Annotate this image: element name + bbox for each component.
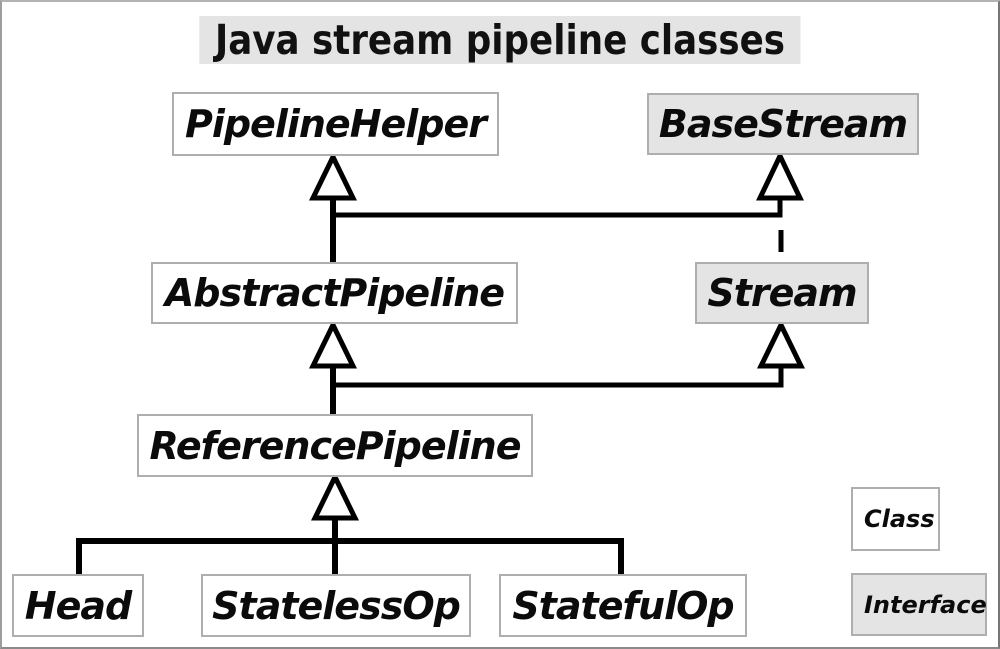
node-label: AbstractPipeline (164, 271, 505, 315)
node-referencepipeline: ReferencePipeline (137, 414, 533, 477)
node-label: StatelessOp (212, 583, 461, 628)
node-label: Head (24, 583, 132, 628)
edge-head-statefulop-bracket (76, 538, 624, 575)
node-pipelinehelper: PipelineHelper (172, 92, 499, 156)
edge-referencepipeline-stream (333, 366, 784, 388)
node-basestream: BaseStream (647, 93, 919, 155)
node-label: PipelineHelper (184, 102, 487, 146)
node-abstractpipeline: AbstractPipeline (151, 262, 518, 324)
legend-interface-swatch: Interface (851, 573, 987, 636)
legend-interface-label: Interface (864, 590, 987, 619)
node-stream: Stream (695, 262, 869, 324)
generalization-arrowhead-stream (756, 319, 806, 369)
node-label: Stream (707, 271, 857, 315)
generalization-arrowhead-pipelinehelper (308, 151, 358, 201)
node-statelessop: StatelessOp (201, 574, 471, 637)
node-label: BaseStream (658, 102, 908, 146)
legend-class-label: Class (864, 505, 935, 533)
node-statefulop: StatefulOp (499, 574, 747, 637)
generalization-arrowhead-basestream (756, 150, 804, 201)
node-label: ReferencePipeline (149, 423, 521, 468)
page-title: Java stream pipeline classes (199, 16, 801, 64)
legend-class-swatch: Class (851, 487, 940, 551)
generalization-arrowhead-abstractpipeline (308, 319, 358, 369)
edge-abstractpipeline-basestream (333, 197, 783, 218)
generalization-arrowhead-referencepipeline (310, 471, 360, 521)
node-head: Head (12, 574, 144, 637)
node-label: StatefulOp (512, 583, 734, 628)
